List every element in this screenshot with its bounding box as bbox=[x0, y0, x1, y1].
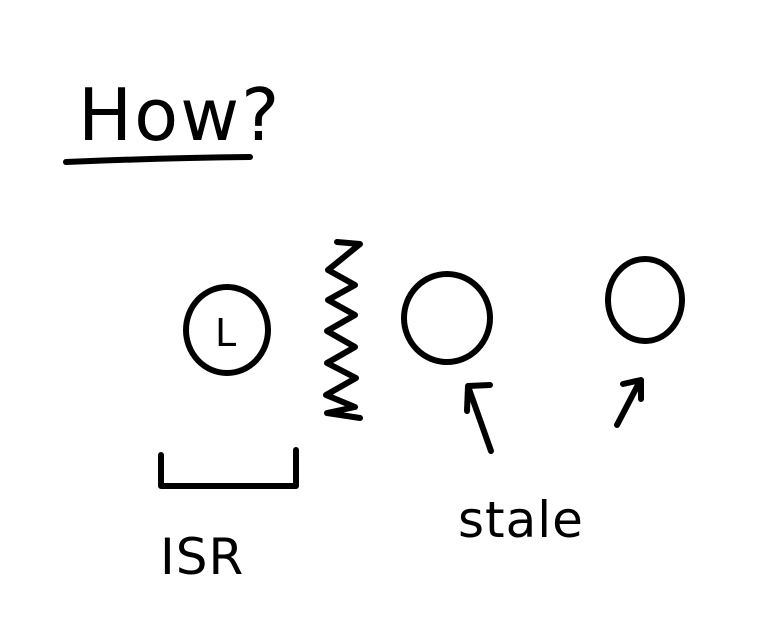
leader-node-letter: L bbox=[215, 311, 236, 355]
arrow-to-follower-1 bbox=[464, 382, 494, 454]
title-underline bbox=[63, 154, 253, 165]
arrow-2-shaft bbox=[614, 378, 643, 428]
arrow-to-follower-2 bbox=[614, 377, 644, 428]
follower-node-1 bbox=[401, 271, 493, 365]
arrow-1-shaft bbox=[466, 386, 494, 454]
leader-node: L bbox=[183, 284, 271, 376]
follower-node-2 bbox=[605, 256, 685, 344]
stale-label: stale bbox=[458, 491, 584, 549]
isr-bracket bbox=[158, 447, 299, 489]
isr-label: ISR bbox=[160, 528, 244, 586]
network-partition-zigzag bbox=[323, 239, 363, 421]
arrow-2-head bbox=[620, 377, 644, 402]
diagram-title: How? bbox=[78, 73, 281, 157]
leader-node-circle bbox=[183, 284, 271, 376]
arrow-1-head bbox=[464, 382, 493, 414]
